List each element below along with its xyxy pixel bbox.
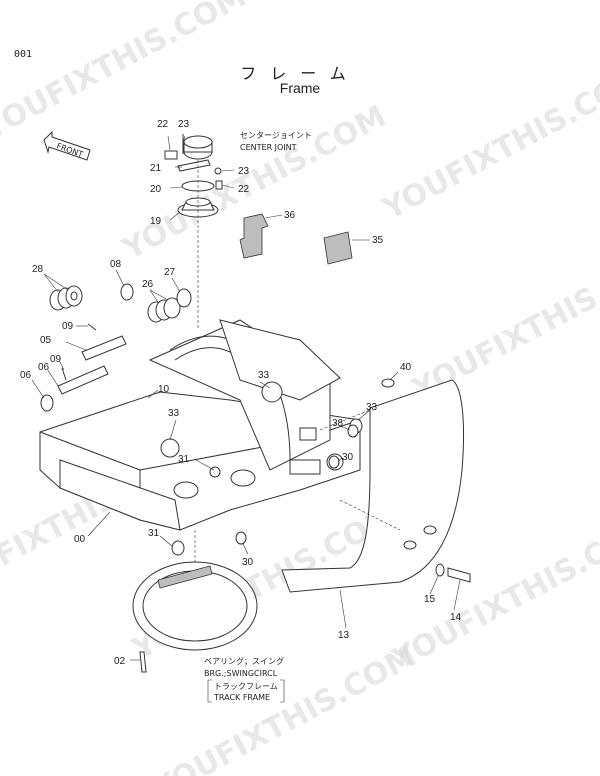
callout-35: 35	[372, 235, 384, 246]
front-arrow-icon: FRONT	[43, 130, 91, 161]
main-frame-icon	[39, 319, 361, 531]
callout-09a: 09	[62, 321, 74, 332]
track-frame-label-en: TRACK FRAME	[213, 693, 270, 702]
callout-23a: 23	[178, 119, 190, 130]
callout-23b: 23	[238, 166, 250, 177]
bushing-31b-icon	[171, 540, 185, 556]
washer-27-icon	[176, 288, 192, 308]
callout-19: 19	[150, 216, 162, 227]
bushing-30a-icon	[328, 455, 340, 469]
callout-05: 05	[40, 335, 52, 346]
callout-06b: 06	[38, 362, 50, 373]
callout-00: 00	[74, 534, 86, 545]
callout-33b: 33	[168, 408, 180, 419]
callout-14: 14	[450, 612, 462, 623]
callout-27: 27	[164, 267, 176, 278]
watermark-3: YOUFIXTHIS.COM	[376, 59, 600, 228]
bushing-08-icon	[120, 283, 134, 301]
callout-22a: 22	[157, 119, 169, 130]
bolt-14-icon	[447, 567, 471, 583]
pin-06-icon	[57, 365, 109, 395]
callout-09b: 09	[50, 354, 62, 365]
callout-15: 15	[424, 594, 436, 605]
counterweight-13-icon	[281, 379, 464, 593]
bearing-label-en: BRG.;SWINGCIRCL	[204, 669, 278, 678]
center-joint-icon	[164, 134, 223, 330]
callout-10: 10	[158, 384, 170, 395]
page-number: 001	[14, 49, 33, 60]
callout-22b: 22	[238, 184, 250, 195]
callout-21: 21	[150, 163, 162, 174]
rollers-26-icon	[147, 297, 181, 323]
pin-05-icon	[81, 335, 127, 361]
callout-40: 40	[400, 362, 412, 373]
part-name-labels: センタージョイント CENTER JOINT ベアリング；スイング BRG.;S…	[204, 131, 312, 703]
bushing-30b-icon	[235, 531, 247, 545]
rollers-28-icon	[49, 285, 83, 311]
center-joint-label-jp: センタージョイント	[240, 131, 312, 140]
track-frame-label-jp: トラックフレーム	[214, 682, 278, 691]
pin-09a-icon	[87, 323, 97, 331]
callout-28: 28	[32, 264, 44, 275]
swing-bearing-icon	[132, 530, 258, 651]
callout-36: 36	[284, 210, 296, 221]
callout-31b: 31	[148, 528, 160, 539]
callout-02: 02	[114, 656, 126, 667]
callouts: 22 23 21 23 20 22 19 36 35 28 08 27 26 0…	[20, 119, 462, 667]
cap-40-icon	[381, 378, 395, 388]
callout-30b: 30	[242, 557, 254, 568]
bolt-02-icon	[139, 651, 147, 673]
callout-33a: 33	[258, 370, 270, 381]
watermark-1: YOUFIXTHIS.COM	[0, 0, 252, 148]
watermark-4: YOUFIXTHIS.COM	[406, 239, 600, 408]
callout-06a: 06	[20, 370, 32, 381]
washer-15-icon	[435, 563, 445, 577]
plate-36-icon	[239, 213, 269, 259]
pin-09b-icon	[61, 367, 67, 381]
callout-20: 20	[150, 184, 162, 195]
bearing-label-jp: ベアリング；スイング	[204, 656, 284, 666]
title-english: Frame	[279, 80, 321, 96]
ring-06-icon	[40, 394, 54, 412]
leader-lines	[31, 135, 461, 661]
callout-31a: 31	[178, 454, 190, 465]
watermark-8: YOUFIXTHIS.COM	[146, 639, 422, 776]
callout-08: 08	[110, 259, 122, 270]
callout-38: 38	[332, 418, 344, 429]
title-japanese: フレーム	[240, 64, 360, 83]
callout-26: 26	[142, 279, 154, 290]
callout-33c: 33	[366, 402, 378, 413]
center-joint-label-en: CENTER JOINT	[240, 143, 297, 152]
plate-35-icon	[323, 231, 353, 265]
callout-30a: 30	[342, 452, 354, 463]
callout-13: 13	[338, 630, 350, 641]
bushing-38-icon	[347, 424, 359, 438]
